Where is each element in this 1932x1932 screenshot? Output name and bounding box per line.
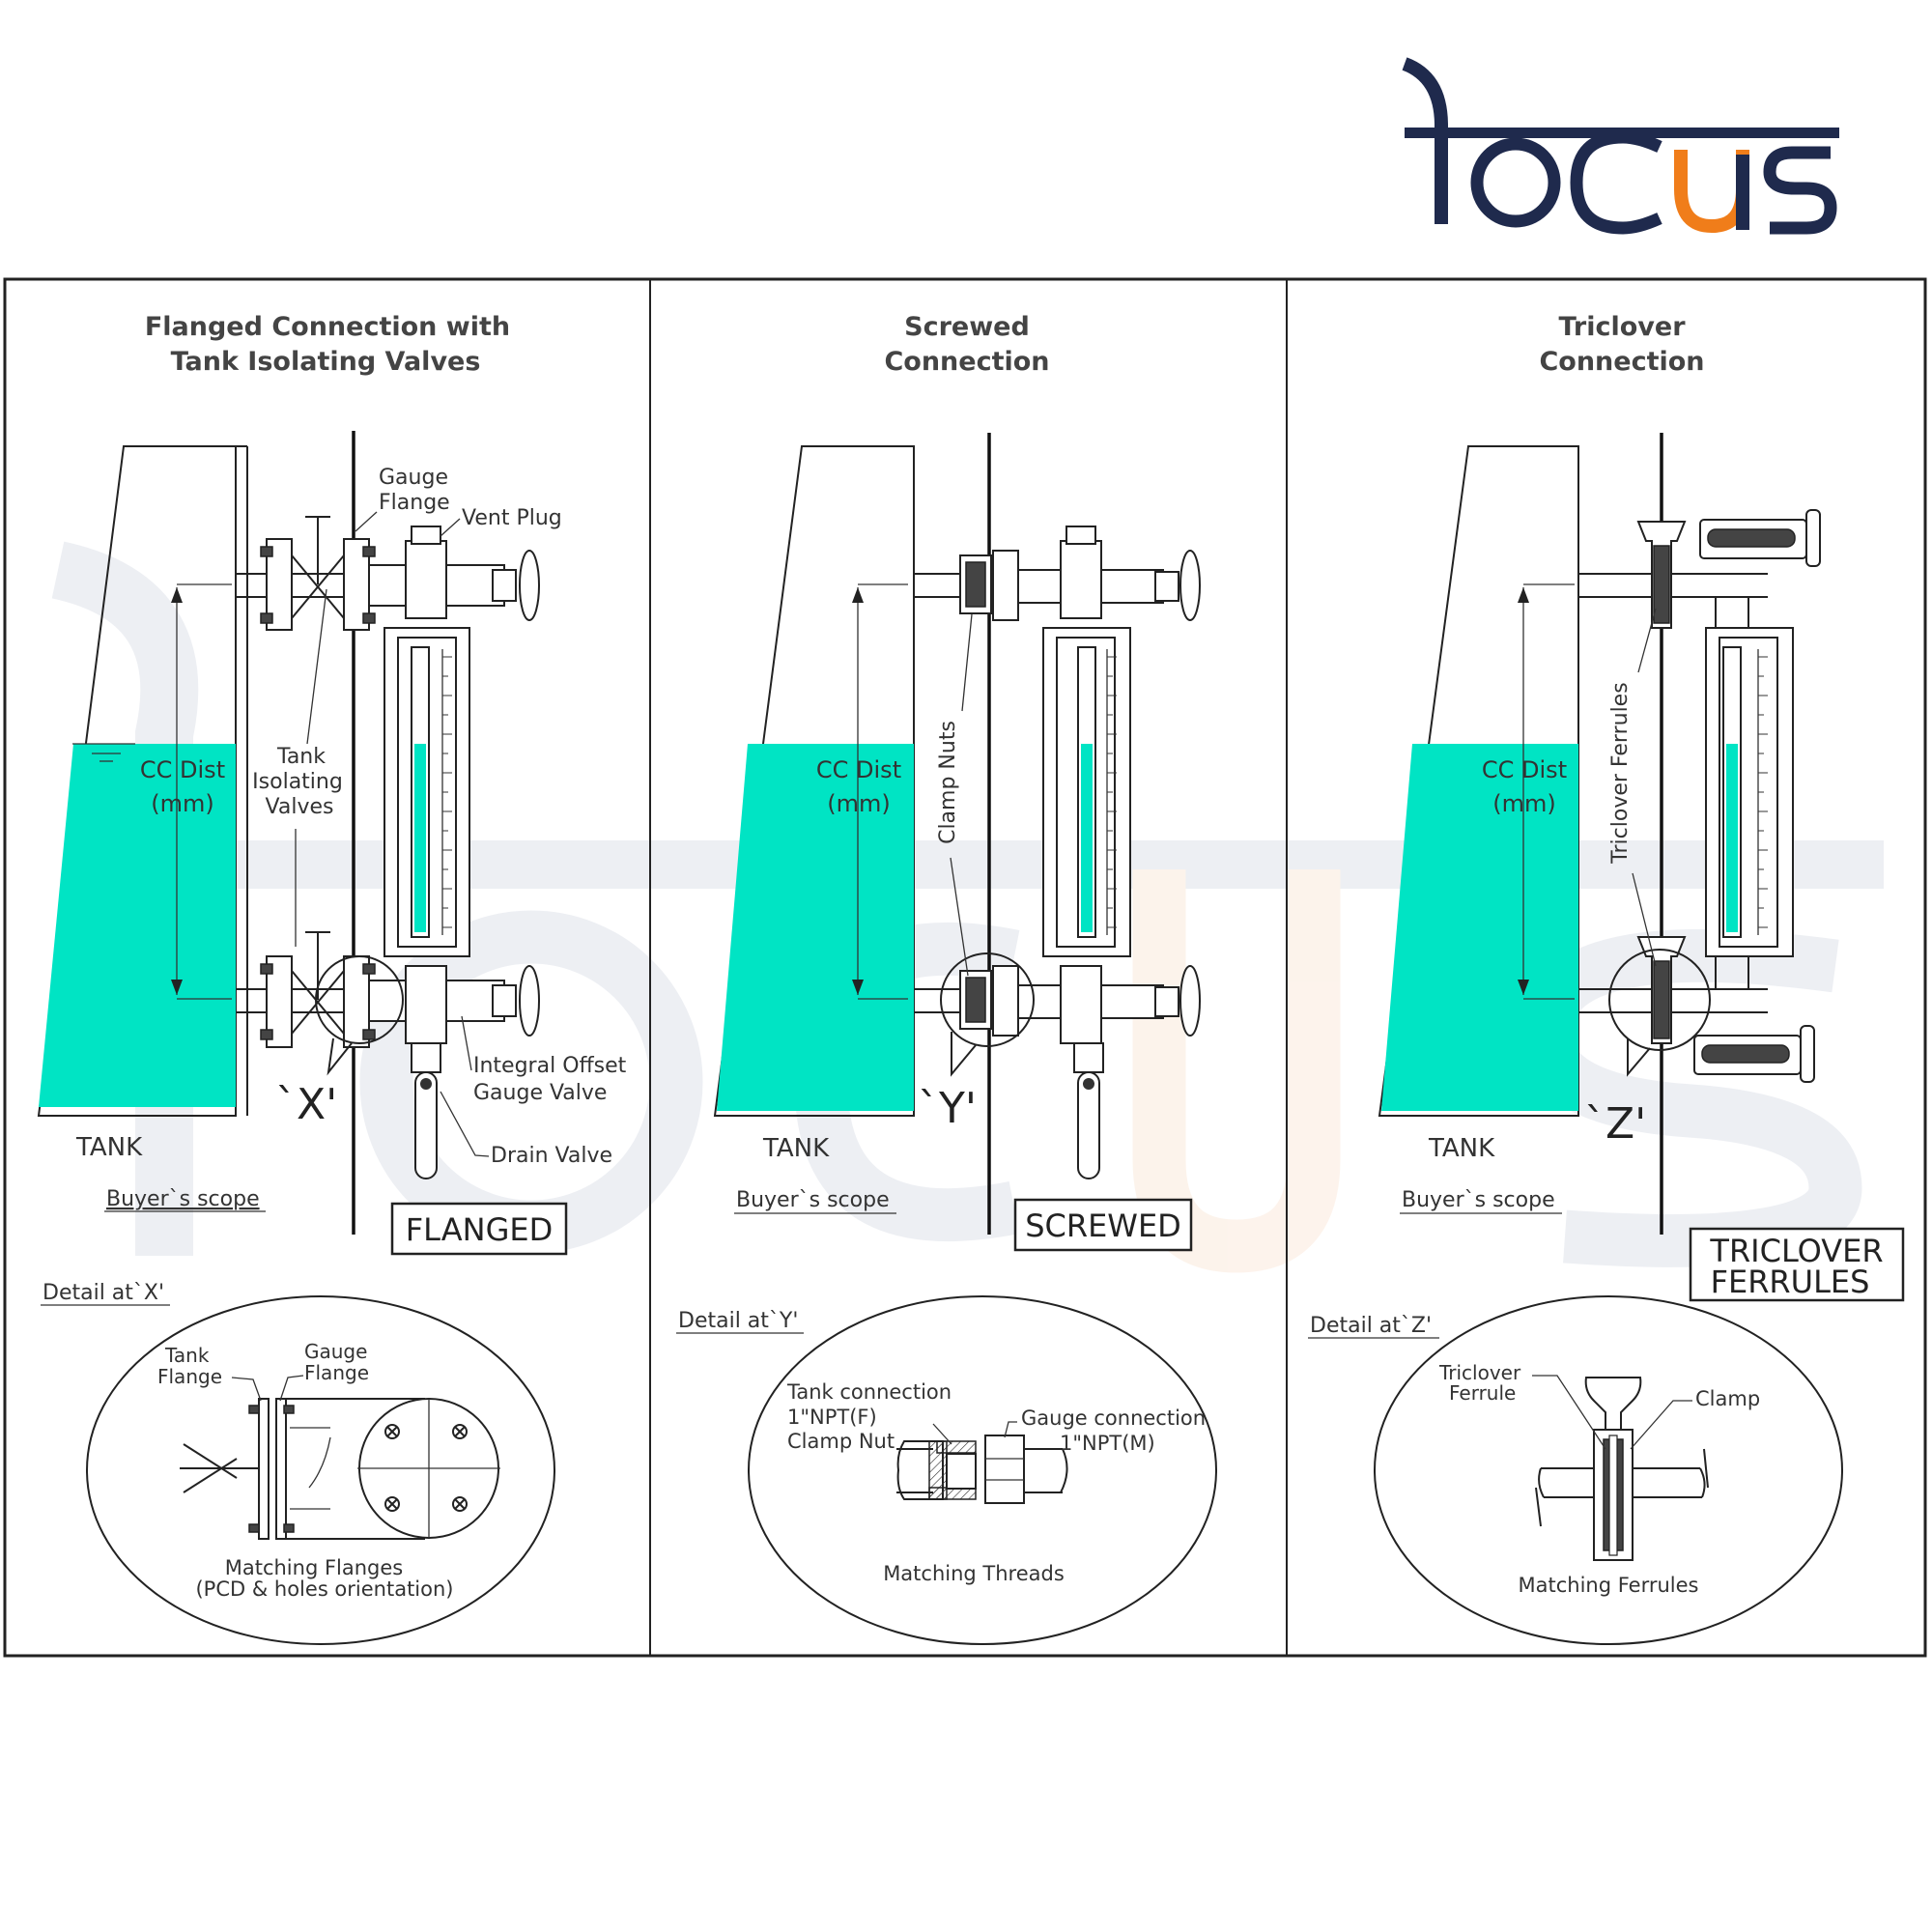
detail-gauge-conn-2: 1"NPT(M): [1060, 1432, 1155, 1455]
detail-gauge-flange-2: Flange: [304, 1361, 369, 1384]
brand-logo: locus: [0, 0, 1839, 235]
detail-marker-z: `Z': [1584, 1099, 1646, 1149]
detail-heading: Detail at`Z': [1310, 1314, 1432, 1338]
lower-triclover-connection: [1578, 936, 1815, 1083]
buyer-scope-label: Buyer`s scope: [1402, 1188, 1555, 1212]
detail-ferrule-1: Triclover: [1438, 1361, 1521, 1384]
label-drain-valve: Drain Valve: [491, 1144, 612, 1168]
detail-ellipse-z: [1374, 1295, 1843, 1645]
detail-heading: Detail at`X': [43, 1281, 164, 1305]
detail-tank-flange-1: Tank: [164, 1344, 210, 1367]
detail-gauge-flange-1: Gauge: [304, 1340, 367, 1363]
lower-flange-assembly: [236, 931, 386, 1048]
cc-dist-label: CC Dist: [140, 756, 225, 783]
tank-label: TANK: [75, 1133, 143, 1162]
lower-screwed-connection: [914, 965, 1019, 1037]
label-tiv-3: Valves: [266, 795, 334, 819]
detail-tank-flange-2: Flange: [157, 1365, 222, 1388]
detail-circle-y: [940, 952, 1035, 1047]
detail-y-drawing: [896, 1435, 1068, 1504]
label-gauge-flange-2: Flange: [379, 491, 450, 515]
upper-triclover-connection: [1578, 509, 1821, 629]
buyer-scope-label: Buyer`s scope: [736, 1188, 890, 1212]
detail-heading: Detail at`Y': [678, 1309, 798, 1333]
detail-x-drawing: [180, 1398, 500, 1540]
detail-caption-2: (PCD & holes orientation): [195, 1577, 453, 1601]
detail-z-drawing: [1535, 1377, 1709, 1561]
upper-screwed-connection: [914, 550, 1019, 621]
panel-title-line1: Flanged Connection with: [145, 312, 510, 342]
type-badge-flanged: [390, 1202, 568, 1256]
label-iogv-2: Gauge Valve: [473, 1081, 607, 1105]
type-label-line2: FERRULES: [1711, 1264, 1870, 1300]
buyer-scope-label: Buyer`s scope: [106, 1187, 260, 1211]
type-label: SCREWED: [1025, 1208, 1181, 1244]
tank-label: TANK: [1428, 1134, 1495, 1163]
detail-clamp: Clamp: [1695, 1387, 1760, 1410]
type-badge-screwed: [1013, 1198, 1193, 1252]
panel-title-line2: Connection: [1539, 347, 1704, 377]
detail-circle-z: [1608, 949, 1711, 1051]
label-gauge-flange-1: Gauge: [379, 466, 448, 490]
label-tiv-1: Tank: [276, 745, 326, 769]
watermark-logo: [51, 541, 1884, 1273]
cc-dist-label: CC Dist: [1482, 756, 1567, 783]
label-triclover-ferrules: Triclover Ferrules: [1608, 682, 1633, 864]
detail-marker-y: `Y': [918, 1084, 977, 1133]
gauge-assembly: [1017, 526, 1201, 1179]
label-iogv-1: Integral Offset: [473, 1054, 627, 1078]
cc-dist-label: CC Dist: [816, 756, 901, 783]
cc-dist-unit: (mm): [151, 790, 213, 817]
detail-gauge-conn-1: Gauge connection: [1021, 1406, 1206, 1430]
upper-flange-assembly: [236, 516, 386, 631]
detail-caption-1: Matching Threads: [883, 1562, 1065, 1585]
label-vent-plug: Vent Plug: [462, 506, 562, 530]
cc-dist-unit: (mm): [1492, 790, 1555, 817]
panel-title-line1: Triclover: [1558, 312, 1686, 342]
detail-tank-conn-3: Clamp Nut: [787, 1430, 895, 1453]
tank-liquid: [39, 744, 236, 1107]
type-badge-triclover: [1689, 1227, 1905, 1302]
label-tiv-2: Isolating: [252, 770, 343, 794]
detail-ferrule-2: Ferrule: [1449, 1381, 1516, 1405]
detail-caption-1: Matching Flanges: [225, 1556, 404, 1579]
detail-tank-conn-2: 1"NPT(F): [787, 1406, 877, 1429]
gauge-assembly: [1705, 597, 1794, 989]
panel-screwed: Screwed Connection CC Dist (mm): [676, 312, 1217, 1645]
detail-caption-1: Matching Ferrules: [1519, 1574, 1699, 1597]
panel-title-line2: Tank Isolating Valves: [171, 347, 481, 377]
panel-title-line2: Connection: [884, 347, 1049, 377]
panel-triclover: Triclover Connection CC Dist (mm): [1308, 312, 1905, 1645]
tank-liquid: [717, 744, 914, 1111]
logo-text: locus: [0, 0, 3, 1]
detail-marker-x: `X': [275, 1080, 337, 1129]
detail-ellipse-x: [86, 1295, 555, 1645]
tank-label: TANK: [762, 1134, 830, 1163]
panel-title-line1: Screwed: [904, 312, 1030, 342]
drawing-frame: [3, 277, 1927, 1658]
type-label: FLANGED: [406, 1211, 553, 1248]
detail-tank-conn-1: Tank connection: [786, 1380, 952, 1404]
label-clamp-nuts: Clamp Nuts: [936, 721, 960, 844]
cc-dist-unit: (mm): [827, 790, 890, 817]
gauge-assembly: [368, 526, 540, 1179]
detail-circle-x: [315, 955, 404, 1044]
gauge-scale: [442, 656, 452, 928]
tank-liquid: [1381, 744, 1578, 1111]
type-label-line1: TRICLOVER: [1709, 1233, 1883, 1269]
detail-ellipse-y: [748, 1295, 1217, 1645]
panel-flanged: Flanged Connection with Tank Isolating V…: [37, 312, 627, 1645]
